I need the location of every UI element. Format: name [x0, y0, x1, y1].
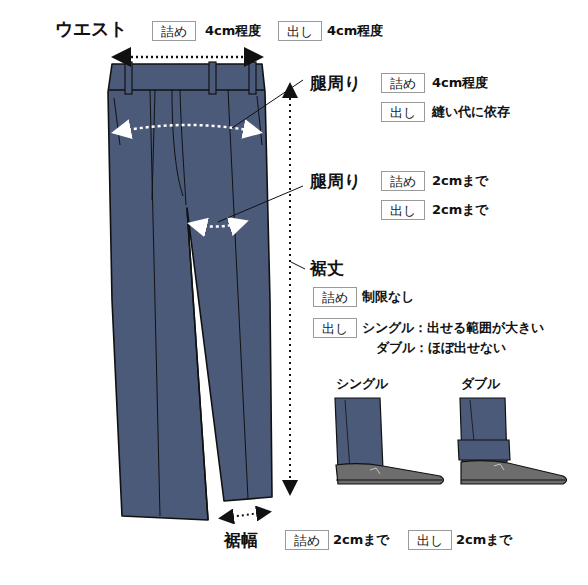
- tag-box: 出し: [313, 318, 357, 338]
- label-text: 制限なし: [362, 290, 414, 304]
- label-text: 2cmまで: [432, 203, 488, 217]
- label-text: ダブル：ほぼ出せない: [376, 341, 506, 355]
- tag-box: 詰め: [313, 287, 357, 307]
- tag-box: 詰め: [285, 530, 329, 550]
- label-text: ウエスト: [55, 19, 127, 39]
- tag-box: 出し: [278, 21, 322, 41]
- tag-text: 出し: [287, 25, 313, 38]
- tag-box: 出し: [408, 530, 452, 550]
- tag-text: 出し: [390, 204, 416, 217]
- tag-text: 詰め: [390, 175, 416, 188]
- tag-text: 出し: [322, 322, 348, 335]
- tag-box: 出し: [381, 102, 425, 122]
- label-text: 腿周り: [310, 74, 361, 93]
- label-text: 4cm程度: [205, 24, 261, 38]
- label-text: 縫い代に依存: [432, 105, 510, 119]
- label-text: 2cmまで: [333, 533, 389, 547]
- label-text: 腿周り: [310, 172, 361, 191]
- tag-text: 詰め: [161, 25, 187, 38]
- label-text: ダブル: [461, 377, 500, 391]
- tag-text: 詰め: [390, 77, 416, 90]
- label-text: 4cm程度: [327, 24, 383, 38]
- label-text: 裾幅: [224, 531, 258, 550]
- label-text: 2cmまで: [432, 174, 488, 188]
- tag-box: 詰め: [381, 171, 425, 191]
- label-text: 2cmまで: [456, 533, 512, 547]
- tag-text: 詰め: [294, 534, 320, 547]
- label-text: シングル: [336, 377, 388, 391]
- tag-text: 出し: [390, 106, 416, 119]
- tag-text: 出し: [417, 534, 443, 547]
- label-text: 4cm程度: [432, 76, 488, 90]
- tag-box: 出し: [381, 200, 425, 220]
- label-text: シングル：出せる範囲が大きい: [362, 321, 544, 335]
- tag-box: 詰め: [381, 73, 425, 93]
- label-text: 裾丈: [310, 259, 344, 278]
- tag-text: 詰め: [322, 291, 348, 304]
- tag-box: 詰め: [152, 21, 196, 41]
